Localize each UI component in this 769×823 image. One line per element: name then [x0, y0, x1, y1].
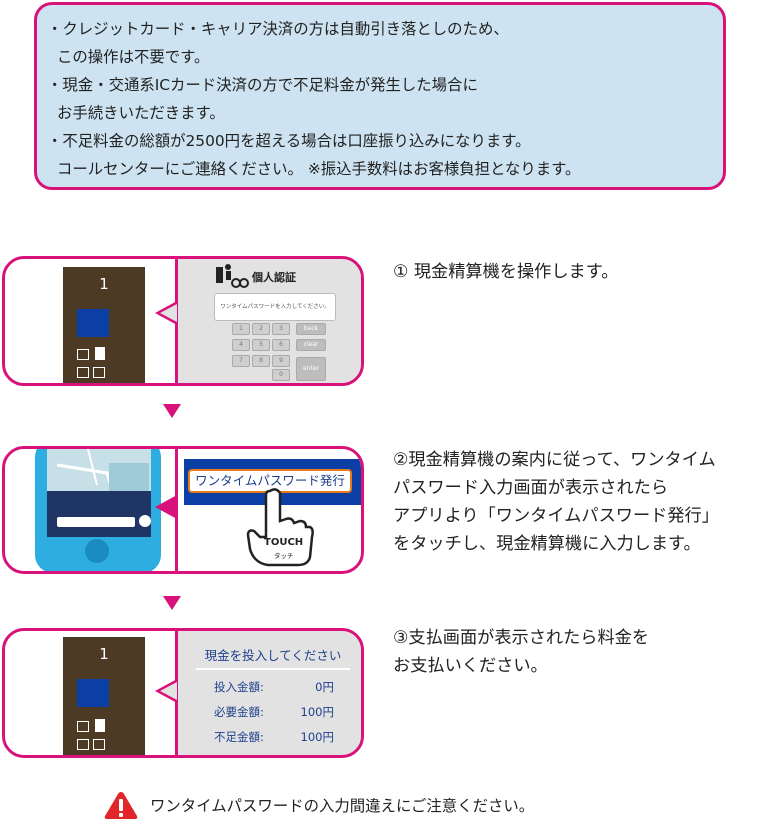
payment-row-value: 100円: [300, 730, 334, 744]
notice-line-2: この操作は不要です。: [57, 48, 210, 66]
keypad-key-9: 9: [272, 355, 290, 367]
step2-caption-line: パスワード入力画面が表示されたら: [393, 478, 669, 498]
keypad-key-0: 0: [272, 369, 290, 381]
machine-button: [77, 349, 89, 360]
keypad-clear-key: clear: [296, 339, 326, 351]
machine-button: [95, 347, 105, 360]
machine-button: [95, 719, 105, 732]
app-otp-field: [57, 517, 135, 527]
step2-illustration: ワンタイムパスワード発行 TOUCH タッチ: [2, 446, 364, 574]
step1-caption: ① 現金精算機を操作します。: [393, 262, 619, 282]
keypad-key-8: 8: [252, 355, 270, 367]
step3-payment-screen: 現金を投入してください 投入金額: 0円 必要金額: 100円 不足金額: 10…: [175, 631, 361, 755]
step3-caption-line: お支払いください。: [393, 656, 548, 676]
notice-line-3: ・現金・交通系ICカード決済の方で不足料金が発生した場合に: [47, 76, 478, 94]
keypad-back-key: back: [296, 323, 326, 335]
payment-row: 必要金額: 100円: [196, 704, 350, 720]
auth-title: 個人認証: [252, 271, 296, 284]
step3-caption-line: ③支払画面が表示されたら料金を: [393, 628, 650, 648]
payment-row: 不足金額: 100円: [196, 729, 350, 745]
machine-screen: [77, 309, 109, 337]
machine-button: [77, 367, 89, 378]
notice-line-5: ・不足料金の総額が2500円を超える場合は口座振り込みになります。: [47, 132, 531, 150]
machine-screen: [77, 679, 109, 707]
step2-caption-line: アプリより「ワンタイムパスワード発行」: [393, 506, 719, 526]
warning-text: ワンタイムパスワードの入力間違えにご注意ください。: [150, 797, 535, 815]
step2-phone-area: [5, 449, 175, 571]
keypad-key-6: 6: [272, 339, 290, 351]
speech-bubble-tip-inner: [160, 682, 177, 700]
down-arrow-icon: [163, 404, 181, 418]
touch-sub-label: タッチ: [274, 552, 294, 560]
machine-button: [77, 721, 89, 732]
payment-row-value: 100円: [300, 705, 334, 719]
machine-number: 1: [99, 275, 109, 293]
payment-row-label: 不足金額:: [214, 730, 264, 744]
machine-number: 1: [99, 645, 109, 663]
smartphone: [35, 449, 161, 571]
step1-machine-area: 1: [5, 259, 175, 383]
speech-bubble-tip-inner: [160, 304, 177, 322]
payment-row: 投入金額: 0円: [196, 679, 350, 695]
otp-banner: ワンタイムパスワード発行: [184, 459, 361, 505]
auth-prompt-field: ワンタイムパスワードを入力してください。: [214, 293, 336, 321]
step2-caption-line: をタッチし、現金精算機に入力します。: [393, 534, 701, 554]
payment-row-label: 投入金額:: [214, 680, 264, 694]
machine-button: [93, 367, 105, 378]
notice-line-4: お手続きいただきます。: [57, 104, 225, 122]
keypad-key-4: 4: [232, 339, 250, 351]
cash-machine-panel: 1: [63, 637, 145, 755]
keypad-key-3: 3: [272, 323, 290, 335]
phone-home-button: [85, 539, 109, 563]
step3-illustration: 1 現金を投入してください 投入金額: 0円 必要金額: 100円 不足金額: …: [2, 628, 364, 758]
payment-title: 現金を投入してください: [196, 645, 350, 670]
notice-line-6: コールセンターにご連絡ください。 ※振込手数料はお客様負担となります。: [57, 160, 581, 178]
keypad-key-7: 7: [232, 355, 250, 367]
touch-hand-icon: [246, 488, 314, 567]
step2-caption-line: ②現金精算機の案内に従って、ワンタイム: [393, 450, 716, 470]
keypad-key-2: 2: [252, 323, 270, 335]
warning-icon: [104, 792, 138, 819]
machine-button: [77, 739, 89, 750]
keypad-key-5: 5: [252, 339, 270, 351]
step2-caption: ②現金精算機の案内に従って、ワンタイム パスワード入力画面が表示されたら アプリ…: [393, 446, 719, 558]
cash-machine-panel: 1: [63, 267, 145, 383]
notice-line-1: ・クレジットカード・キャリア決済の方は自動引き落としのため、: [47, 20, 509, 38]
payment-row-value: 0円: [315, 680, 334, 694]
step1-auth-screen: 個人認証 ワンタイムパスワードを入力してください。 1 2 3 back 4 5…: [175, 259, 361, 383]
app-otp-panel: [47, 491, 151, 537]
app-edit-icon: [139, 515, 151, 527]
warning-note: ワンタイムパスワードの入力間違えにご注意ください。: [104, 790, 534, 820]
payment-panel: 現金を投入してください 投入金額: 0円 必要金額: 100円 不足金額: 10…: [196, 645, 350, 745]
person-scooter-icon: [216, 264, 249, 288]
keypad-enter-key: enter: [296, 357, 326, 381]
payment-row-label: 必要金額:: [214, 705, 264, 719]
keypad-key-1: 1: [232, 323, 250, 335]
touch-label: TOUCH: [264, 537, 304, 548]
down-arrow-icon: [163, 596, 181, 610]
notice-box: ・クレジットカード・キャリア決済の方は自動引き落としのため、 この操作は不要です…: [34, 2, 726, 190]
step1-illustration: 1 個人認証 ワンタイムパスワードを入力してください。 1 2 3 back 4…: [2, 256, 364, 386]
step3-machine-area: 1: [5, 631, 175, 755]
speech-bubble-tip: [155, 495, 177, 519]
step2-app-screen: ワンタイムパスワード発行 TOUCH タッチ: [175, 449, 361, 571]
step3-caption: ③支払画面が表示されたら料金を お支払いください。: [393, 624, 649, 680]
machine-button: [93, 739, 105, 750]
